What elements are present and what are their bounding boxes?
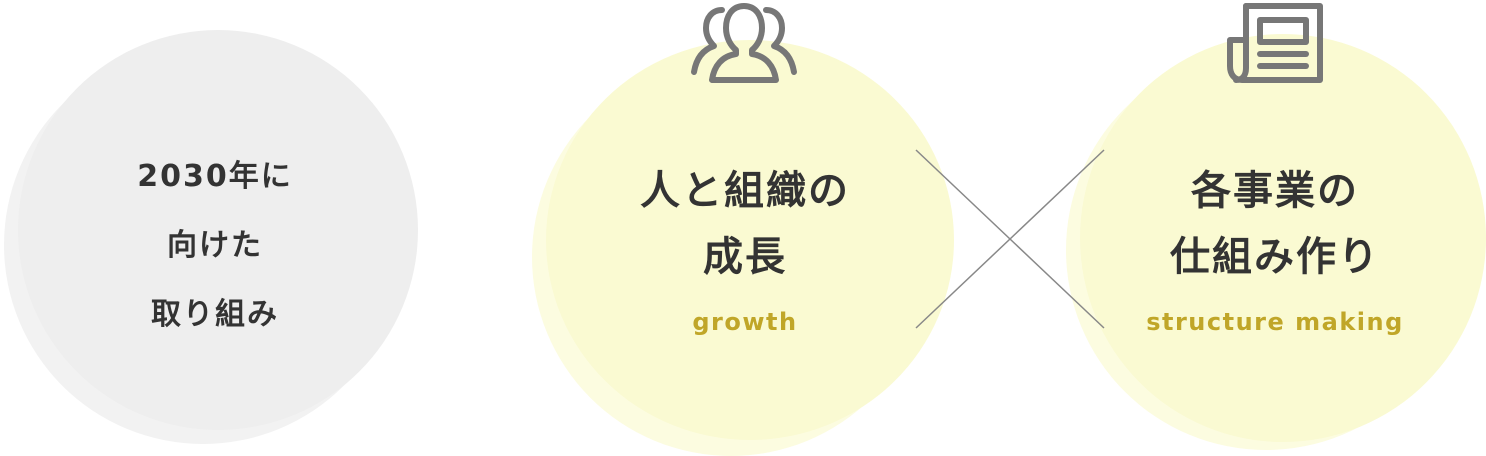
people-icon (691, 3, 797, 83)
structure-title-line-2: 仕組み作り (1170, 234, 1380, 280)
growth-title-line-2: 成長 (703, 234, 787, 280)
grey-circle (18, 30, 418, 430)
initiatives-line-2: 向けた (167, 228, 263, 263)
growth-circle (546, 40, 954, 440)
growth-subtitle: growth (692, 308, 798, 336)
growth-title-line-1: 人と組織の (640, 168, 850, 214)
initiatives-line-3: 取り組み (151, 297, 279, 332)
structure-title-line-1: 各事業の (1191, 168, 1359, 214)
structure-title: 各事業の 仕組み作り (1110, 158, 1440, 290)
structure-subtitle: structure making (1146, 308, 1404, 336)
initiatives-2030-label: 2030年に 向けた 取り組み (110, 142, 320, 349)
cross-multiply-icon (915, 149, 1105, 329)
newspaper-icon (1227, 3, 1323, 83)
structure-circle (1080, 34, 1486, 442)
initiatives-line-1: 2030年に (137, 159, 293, 194)
growth-title: 人と組織の 成長 (580, 158, 910, 290)
